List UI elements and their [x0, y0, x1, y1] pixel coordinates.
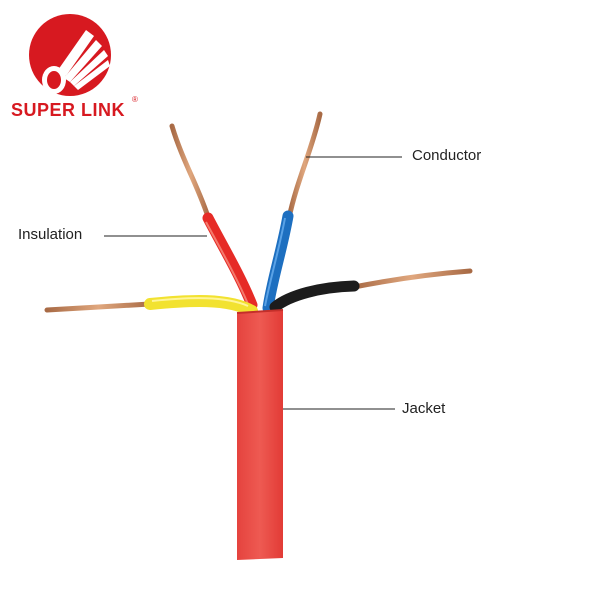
blue-insulation	[262, 210, 294, 314]
yellow-insulation	[144, 295, 258, 317]
insulation-label: Insulation	[18, 226, 83, 243]
conductor-yellow-wire	[44, 301, 153, 313]
registered-mark: ®	[132, 95, 138, 104]
conductor-label: Conductor	[412, 147, 482, 164]
cable-jacket	[236, 309, 284, 560]
insulated-wires	[144, 210, 360, 317]
cable-strands-logo-icon	[29, 14, 111, 96]
brand-name: SUPER LINK	[11, 100, 126, 120]
blue-insulation-highlight	[264, 217, 286, 307]
conductor-black-wire	[351, 268, 473, 290]
conductors	[44, 111, 473, 313]
leader-lines	[104, 156, 402, 410]
yellow-insulation-highlight	[151, 297, 249, 307]
red-insulation-highlight	[205, 221, 249, 305]
conductor-red-wire	[169, 123, 212, 223]
conductor-blue-wire	[286, 111, 323, 221]
red-insulation	[202, 212, 258, 311]
black-insulation	[269, 280, 360, 313]
jacket-label: Jacket	[402, 400, 446, 417]
